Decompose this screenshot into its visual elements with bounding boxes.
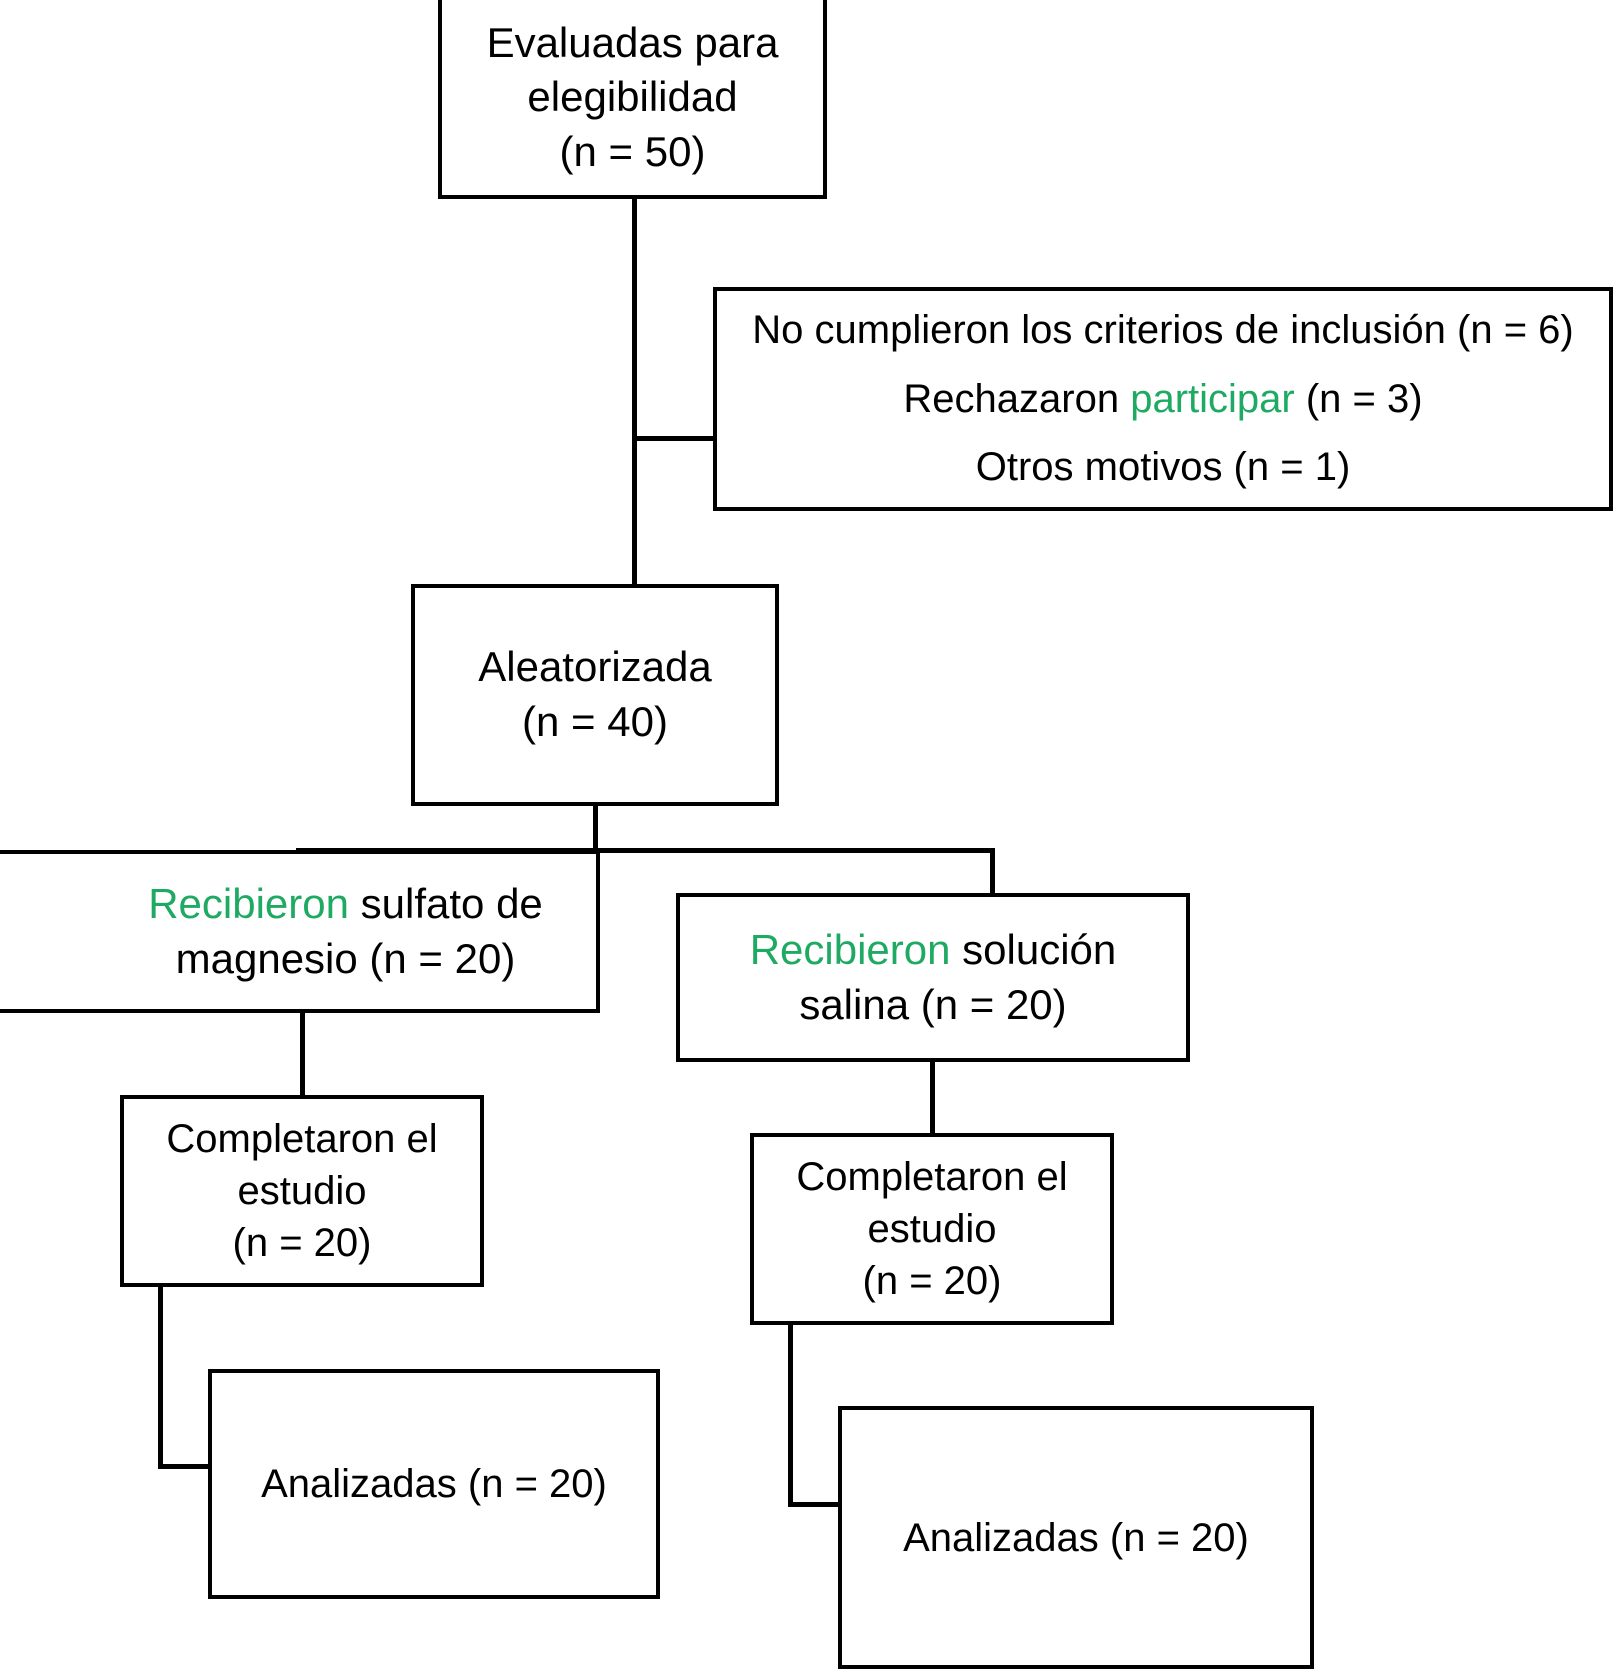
connector-randomized-stem: [593, 803, 598, 853]
node-received-magnesium-sulfate: Recibieron sulfato de magnesio (n = 20): [0, 850, 600, 1013]
connector-trunk-to-excluded: [632, 436, 717, 441]
node-completed-study-right: Completaron el estudio (n = 20): [750, 1133, 1114, 1325]
treat-right-green-word: Recibieron: [749, 925, 951, 973]
connector-split-bar: [296, 848, 995, 853]
analyzed-right-text: Analizadas (n = 20): [903, 1515, 1249, 1560]
analyzed-left-text: Analizadas (n = 20): [261, 1462, 607, 1506]
screened-line-2: elegibilidad: [527, 73, 738, 121]
node-analyzed-right: Analizadas (n = 20): [838, 1406, 1314, 1669]
node-randomized: Aleatorizada (n = 40): [411, 584, 779, 806]
node-analyzed-left: Analizadas (n = 20): [208, 1369, 660, 1599]
screened-line-3: (n = 50): [559, 127, 706, 175]
excluded-reason-1: No cumplieron los criterios de inclusión…: [752, 307, 1574, 352]
randomized-line-1: Aleatorizada: [478, 643, 712, 691]
excluded-reason-2-prefix: Rechazaron: [903, 376, 1131, 421]
treat-left-line-2: magnesio (n = 20): [175, 934, 516, 982]
completed-left-line-2: estudio: [237, 1169, 367, 1213]
excluded-reason-2-suffix: (n = 3): [1294, 376, 1423, 421]
connector-completed-left-to-analyzed-left: [158, 1464, 213, 1469]
completed-left-line-1: Completaron el: [166, 1117, 438, 1161]
connector-treat-right-to-completed-right: [930, 1058, 935, 1137]
connector-completed-right-drop: [788, 1321, 793, 1507]
node-received-saline-solution: Recibieron solución salina (n = 20): [676, 893, 1190, 1062]
excluded-reason-2-highlight: participar: [1130, 376, 1295, 421]
excluded-reason-2: Rechazaron participar (n = 3): [903, 377, 1422, 421]
completed-right-line-3: (n = 20): [862, 1259, 1002, 1303]
node-completed-study-left: Completaron el estudio (n = 20): [120, 1095, 484, 1287]
connector-completed-left-drop: [158, 1283, 163, 1469]
node-screened-for-eligibility: Evaluadas para elegibilidad (n = 50): [438, 0, 827, 199]
connector-treat-left-to-completed-left: [300, 1009, 305, 1099]
node-excluded: No cumplieron los criterios de inclusión…: [713, 287, 1613, 511]
connector-completed-right-to-analyzed-right: [788, 1502, 843, 1507]
connector-screened-to-randomized: [632, 195, 637, 587]
completed-left-line-3: (n = 20): [232, 1221, 372, 1265]
treat-right-line-1-rest: solución: [950, 925, 1117, 973]
completed-right-line-2: estudio: [867, 1207, 997, 1251]
treat-left-green-word: Recibieron: [148, 879, 349, 927]
treat-right-line-2: salina (n = 20): [799, 980, 1067, 1028]
treat-left-line-1-rest: sulfato de: [348, 879, 543, 927]
connector-split-right-arm: [990, 848, 995, 898]
randomized-line-2: (n = 40): [522, 698, 668, 745]
completed-right-line-1: Completaron el: [796, 1155, 1068, 1199]
screened-line-1: Evaluadas para: [486, 18, 779, 66]
excluded-reason-3: Otros motivos (n = 1): [975, 445, 1351, 490]
